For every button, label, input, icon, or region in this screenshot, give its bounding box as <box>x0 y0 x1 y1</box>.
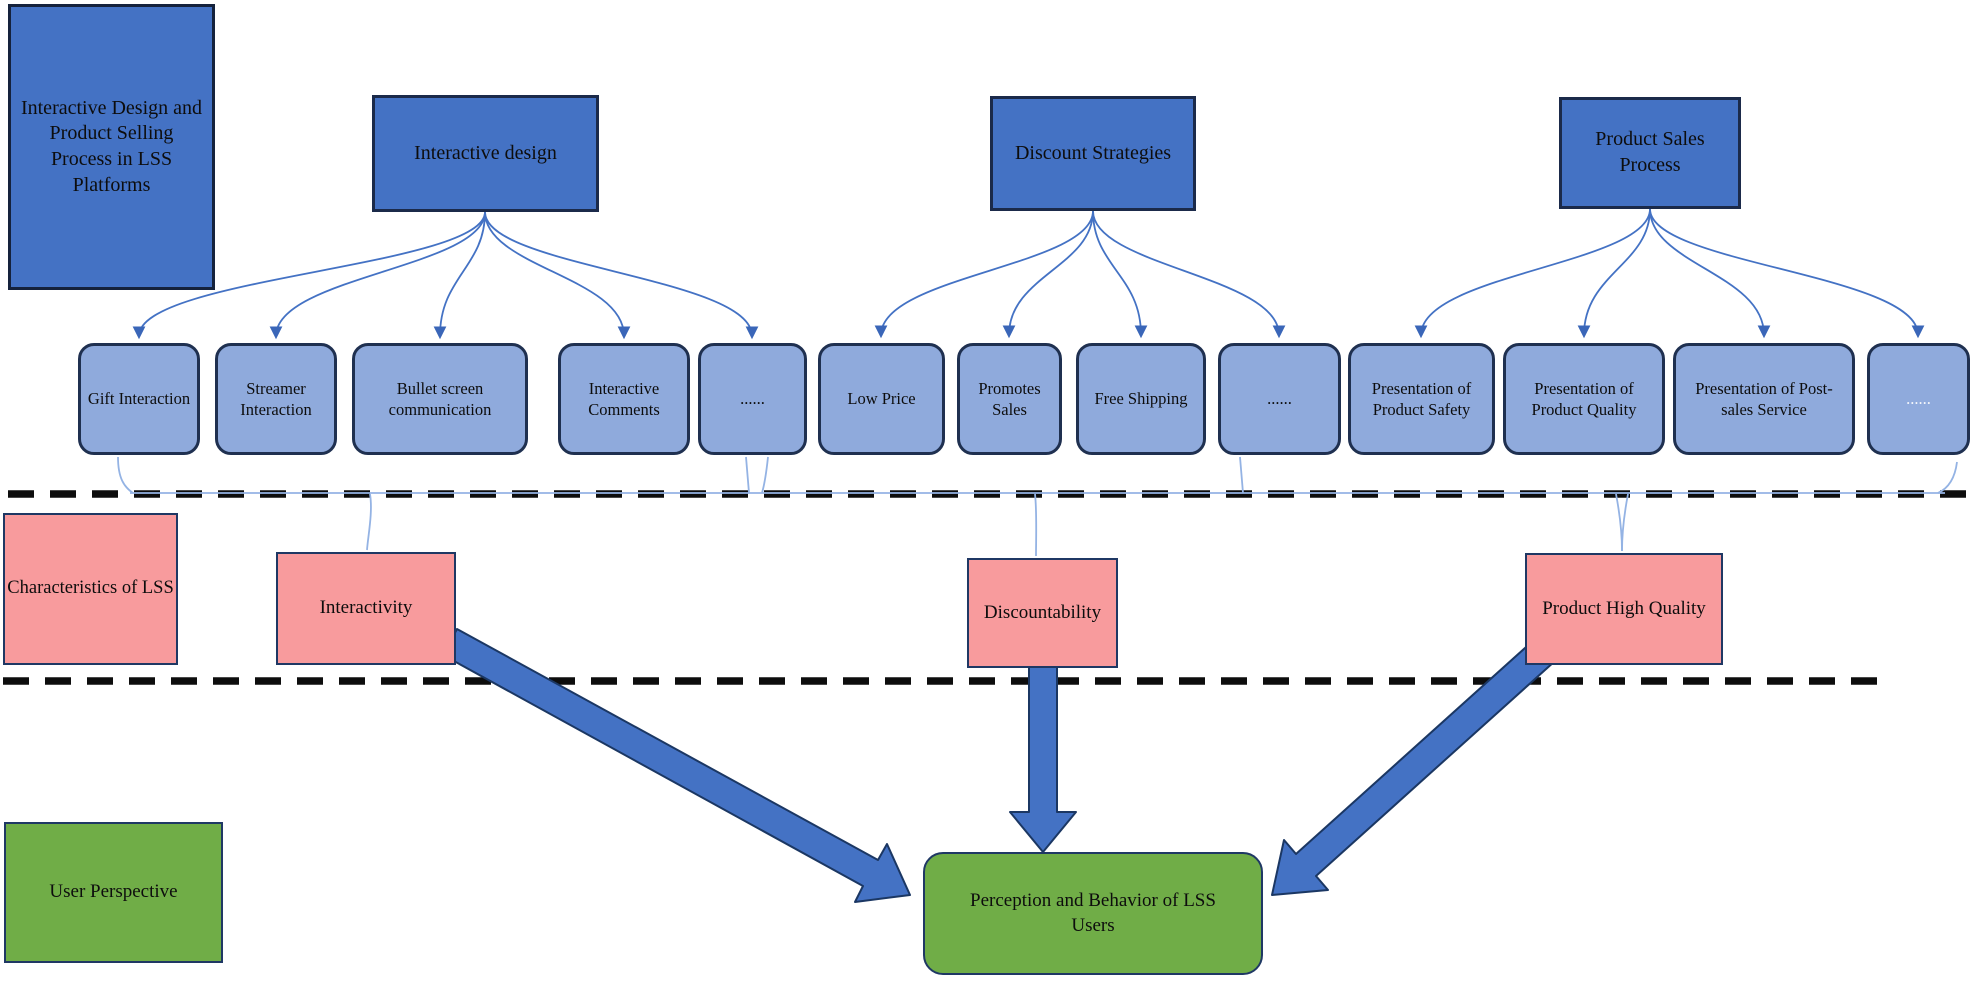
node-gift-interaction: Gift Interaction <box>78 343 200 455</box>
legend-box-characteristics: Characteristics of LSS <box>3 513 178 665</box>
node-free-shipping: Free Shipping <box>1076 343 1206 455</box>
node-interactive-comments-label: Interactive Comments <box>588 378 660 419</box>
node-ellipsis-sales-process: ...... <box>1867 343 1970 455</box>
node-streamer-interaction: Streamer Interaction <box>215 343 337 455</box>
node-interactive-design: Interactive design <box>372 95 599 212</box>
bracket-connector-lines <box>117 456 1958 557</box>
node-promotes-sales-label: Promotes Sales <box>978 378 1041 419</box>
node-perception-behavior-lss-users: Perception and Behavior of LSS Users <box>923 852 1263 975</box>
node-product-high-quality: Product High Quality <box>1525 553 1723 665</box>
legend-box-user-perspective-label: User Perspective <box>49 881 178 903</box>
node-ellipsis-interaction: ...... <box>698 343 807 455</box>
node-discount-strategies: Discount Strategies <box>990 96 1196 211</box>
node-discount-strategies-label: Discount Strategies <box>1014 141 1172 164</box>
node-presentation-product-safety-label: Presentation of Product Safety <box>1371 378 1472 419</box>
node-presentation-product-safety: Presentation of Product Safety <box>1348 343 1495 455</box>
node-presentation-product-quality: Presentation of Product Quality <box>1503 343 1665 455</box>
node-low-price-label: Low Price <box>847 389 916 409</box>
node-bullet-screen-communication-label: Bullet screen communication <box>388 378 492 419</box>
node-promotes-sales: Promotes Sales <box>957 343 1062 455</box>
node-interactivity-label: Interactivity <box>319 597 413 619</box>
node-product-high-quality-label: Product High Quality <box>1542 597 1706 619</box>
node-discountability: Discountability <box>967 558 1118 668</box>
node-presentation-product-quality-label: Presentation of Product Quality <box>1531 378 1637 419</box>
node-ellipsis-discount-label: ...... <box>1267 389 1292 409</box>
thick-arrow-quality-to-users <box>1271 638 1556 896</box>
node-discountability-label: Discountability <box>983 601 1102 623</box>
node-gift-interaction-label: Gift Interaction <box>87 389 191 409</box>
node-product-sales-process: Product Sales Process <box>1559 97 1741 209</box>
thick-arrow-discountability-to-users <box>1009 665 1077 853</box>
fan-arrows-product-sales-process <box>1414 208 1925 339</box>
node-low-price: Low Price <box>818 343 945 455</box>
node-ellipsis-interaction-label: ...... <box>740 389 765 409</box>
node-interactivity: Interactivity <box>276 552 456 665</box>
fan-arrows-discount-strategies <box>874 210 1286 339</box>
node-ellipsis-discount: ...... <box>1218 343 1341 455</box>
node-presentation-post-sales-service: Presentation of Post-sales Service <box>1673 343 1855 455</box>
node-streamer-interaction-label: Streamer Interaction <box>240 378 312 419</box>
legend-box-user-perspective: User Perspective <box>4 822 223 963</box>
node-interactive-design-label: Interactive design <box>414 141 557 164</box>
node-bullet-screen-communication: Bullet screen communication <box>352 343 528 455</box>
node-perception-behavior-lss-users-label: Perception and Behavior of LSS Users <box>970 890 1216 936</box>
thick-arrow-interactivity-to-users <box>442 628 911 903</box>
node-product-sales-process-label: Product Sales Process <box>1595 128 1705 176</box>
node-interactive-comments: Interactive Comments <box>558 343 690 455</box>
legend-box-process-title-text: Interactive Design and Product Selling P… <box>20 96 203 196</box>
legend-box-characteristics-label: Characteristics of LSS <box>7 578 174 599</box>
node-free-shipping-label: Free Shipping <box>1094 389 1188 409</box>
node-ellipsis-sales-process-label: ...... <box>1906 389 1931 409</box>
fan-arrows-interactive-design <box>132 211 759 340</box>
legend-box-process-title: Interactive Design and Product Selling P… <box>8 4 215 290</box>
node-presentation-post-sales-service-label: Presentation of Post-sales Service <box>1695 378 1833 419</box>
